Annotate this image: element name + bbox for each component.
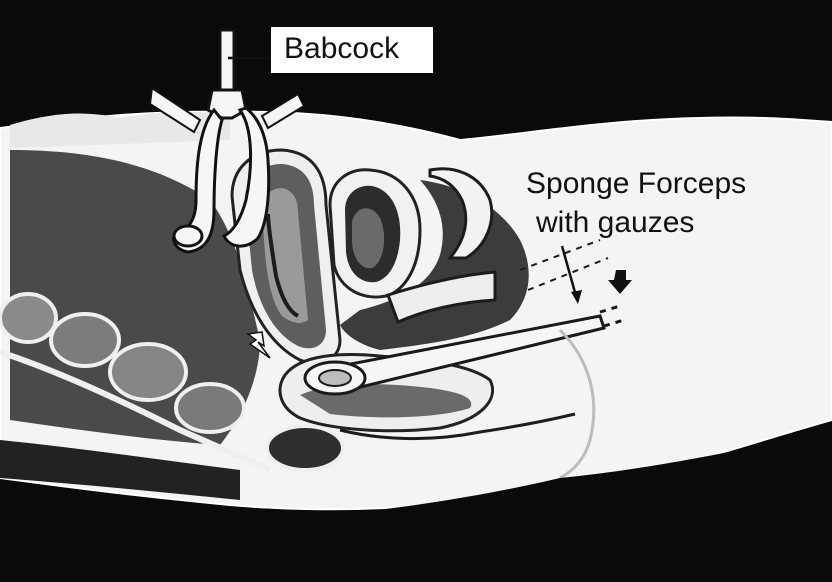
sponge-forceps-label-line2: with gauzes — [535, 206, 694, 239]
bladder-region — [330, 170, 420, 297]
babcock-label: Babcock — [284, 32, 400, 65]
sponge-forceps-label-line1: Sponge Forceps — [526, 167, 746, 200]
